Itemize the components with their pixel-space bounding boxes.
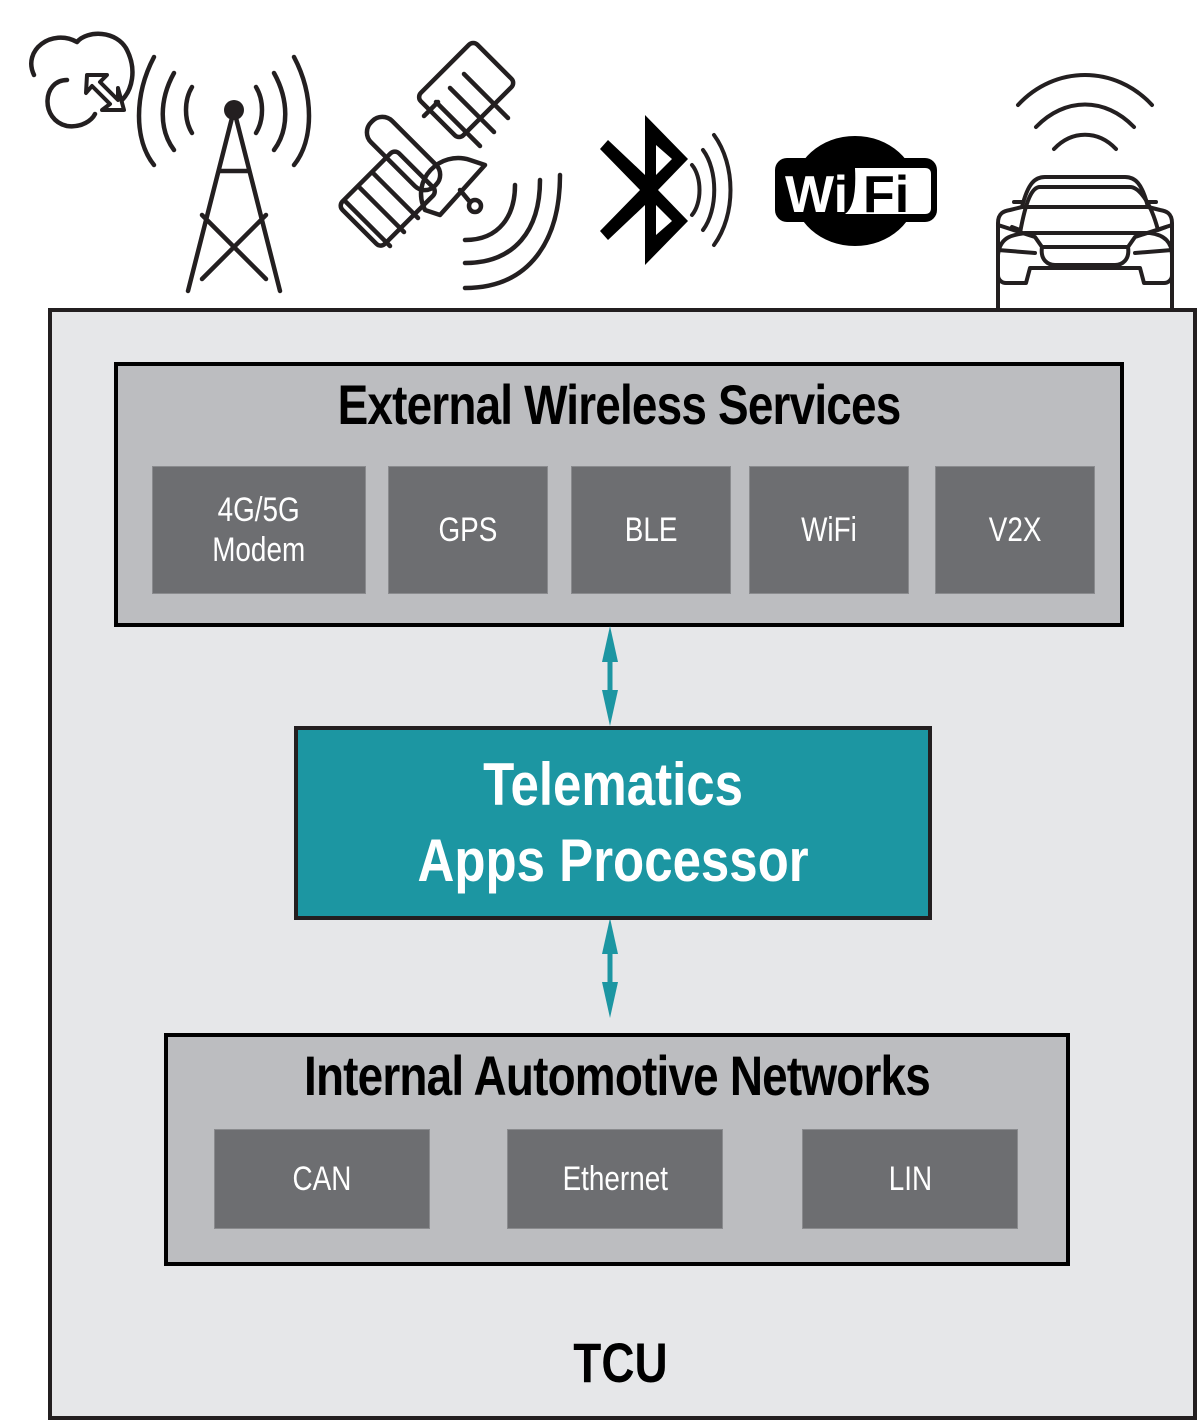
connected-car-icon <box>990 73 1180 345</box>
tcu-label: TCU <box>573 1331 668 1394</box>
block-label: WiFi <box>801 511 857 549</box>
wifi-logo-icon: Wi Fi <box>775 136 937 246</box>
block-4g-5g-modem: 4G/5G Modem <box>152 466 366 594</box>
bluetooth-icon <box>600 115 740 265</box>
block-label: V2X <box>988 511 1042 549</box>
wifi-logo-text-wi: Wi <box>785 166 848 224</box>
wifi-logo-text-fi: Fi <box>863 166 909 224</box>
satellite-icon <box>320 40 563 295</box>
external-wireless-services-group: External Wireless Services 4G/5G Modem G… <box>114 362 1124 627</box>
block-label: CAN <box>292 1160 352 1198</box>
block-can: CAN <box>214 1129 430 1229</box>
cell-tower-icon <box>134 54 314 295</box>
block-label: 4G/5G Modem <box>212 491 306 569</box>
block-label: BLE <box>624 511 678 549</box>
block-wifi: WiFi <box>749 466 909 594</box>
block-label: LIN <box>888 1160 932 1198</box>
block-label: GPS <box>438 511 498 549</box>
internal-automotive-networks-group: Internal Automotive Networks CAN Etherne… <box>164 1033 1070 1266</box>
block-lin: LIN <box>802 1129 1018 1229</box>
block-ble: BLE <box>571 466 731 594</box>
block-v2x: V2X <box>935 466 1095 594</box>
cloud-sync-icon <box>22 30 142 140</box>
internal-automotive-networks-title: Internal Automotive Networks <box>304 1044 931 1107</box>
block-ethernet: Ethernet <box>507 1129 723 1229</box>
block-label: Ethernet <box>562 1160 668 1198</box>
processor-label: Telematics Apps Processor <box>417 751 809 894</box>
telematics-apps-processor: Telematics Apps Processor <box>294 726 932 920</box>
bidirectional-arrow-bottom <box>602 918 618 1018</box>
bidirectional-arrow-top <box>602 626 618 726</box>
block-gps: GPS <box>388 466 548 594</box>
external-wireless-services-title: External Wireless Services <box>337 373 902 436</box>
